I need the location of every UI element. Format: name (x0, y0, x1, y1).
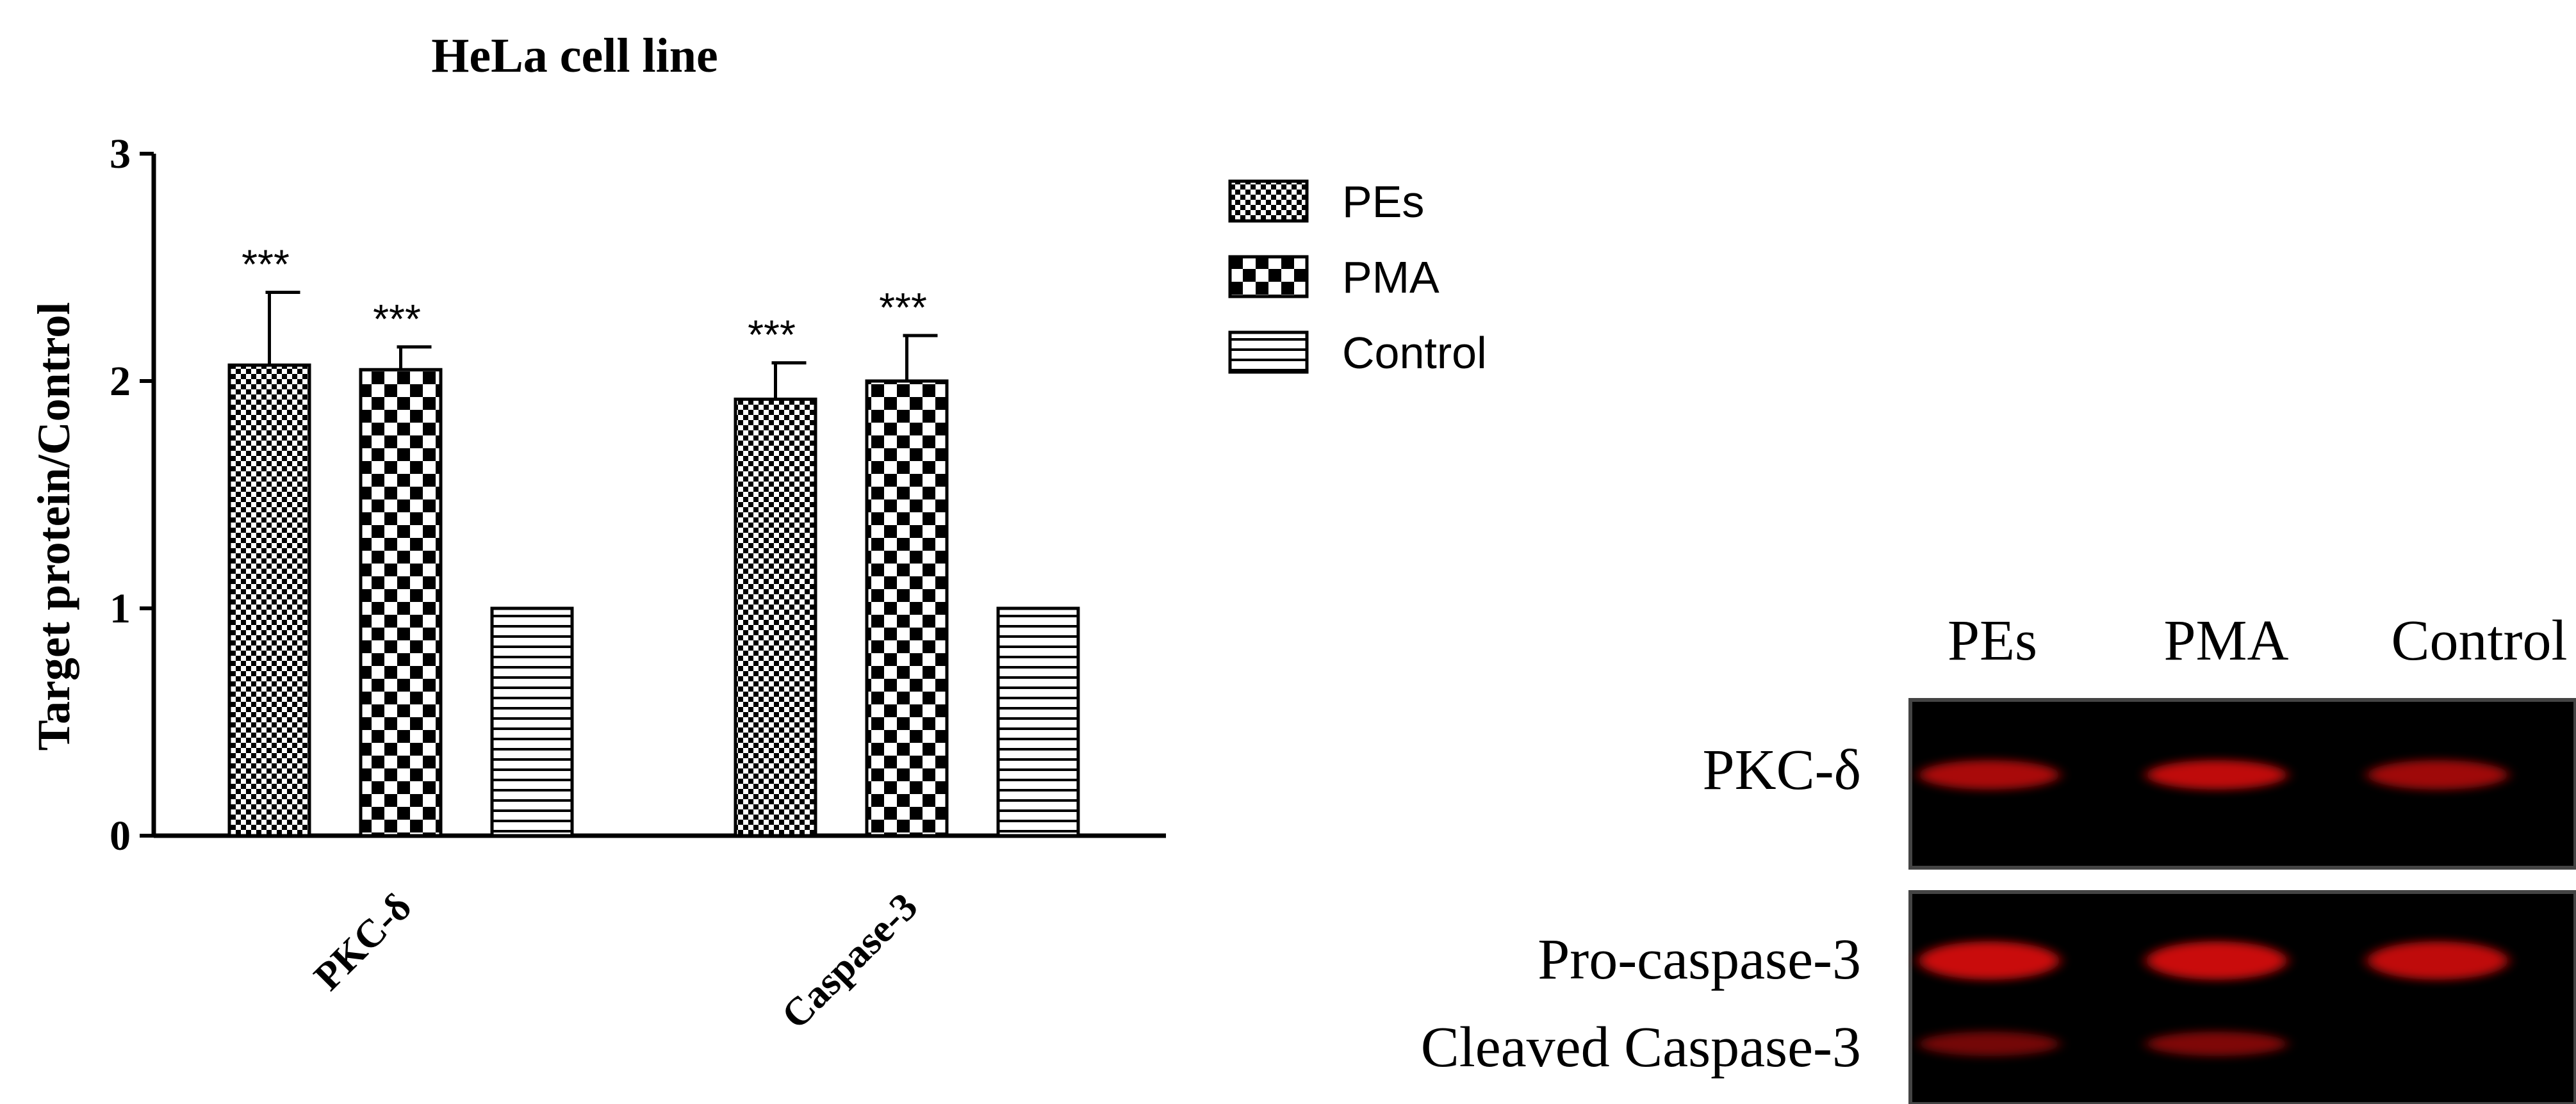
x-category-label: PKC-δ (306, 885, 420, 999)
legend-label: Control (1342, 328, 1487, 378)
y-tick-label: 1 (110, 585, 131, 632)
y-tick-label: 2 (110, 358, 131, 405)
lane-label: PMA (2163, 609, 2288, 672)
blot-band (1919, 760, 2060, 790)
blot-row-label: Pro-caspase-3 (1538, 928, 1861, 991)
lane-label: Control (2391, 609, 2567, 672)
legend-label: PMA (1342, 252, 1440, 302)
y-tick-label: 0 (110, 813, 131, 859)
blot-row-label: PKC-δ (1703, 738, 1861, 802)
lane-label: PEs (1948, 609, 2037, 672)
bar-chart: 0 1 2 3 *** *** PKC-δ *** *** Caspase-3 (110, 131, 1166, 1037)
significance-label: *** (242, 241, 290, 288)
blot-band (2367, 760, 2508, 790)
blot-panel-caspase (1908, 890, 2576, 1104)
legend-swatch (1228, 255, 1309, 298)
significance-label: *** (879, 284, 927, 330)
y-axis-label: Target protein/Control (28, 302, 79, 751)
bar-pma (865, 379, 949, 838)
blot-band (2146, 1032, 2287, 1056)
blot-band (2146, 941, 2287, 980)
blot-band (1919, 1032, 2060, 1056)
legend-label: PEs (1342, 177, 1424, 227)
significance-label: *** (748, 312, 796, 358)
significance-label: *** (373, 296, 421, 342)
bar-pes (227, 363, 311, 838)
x-category-label: Caspase-3 (773, 885, 926, 1037)
blot-band (2146, 760, 2287, 790)
chart-title: HeLa cell line (431, 29, 718, 83)
blot-band (2367, 941, 2508, 980)
y-tick-label: 3 (110, 131, 131, 177)
blot-row-label: Cleaved Caspase-3 (1421, 1016, 1861, 1079)
bar-pes (734, 397, 817, 838)
bar-control (996, 606, 1080, 838)
bar-pma (359, 368, 443, 838)
legend-swatch (1228, 330, 1309, 374)
blot-band (1919, 941, 2060, 980)
legend-swatch (1228, 179, 1309, 223)
bar-control (490, 606, 574, 838)
